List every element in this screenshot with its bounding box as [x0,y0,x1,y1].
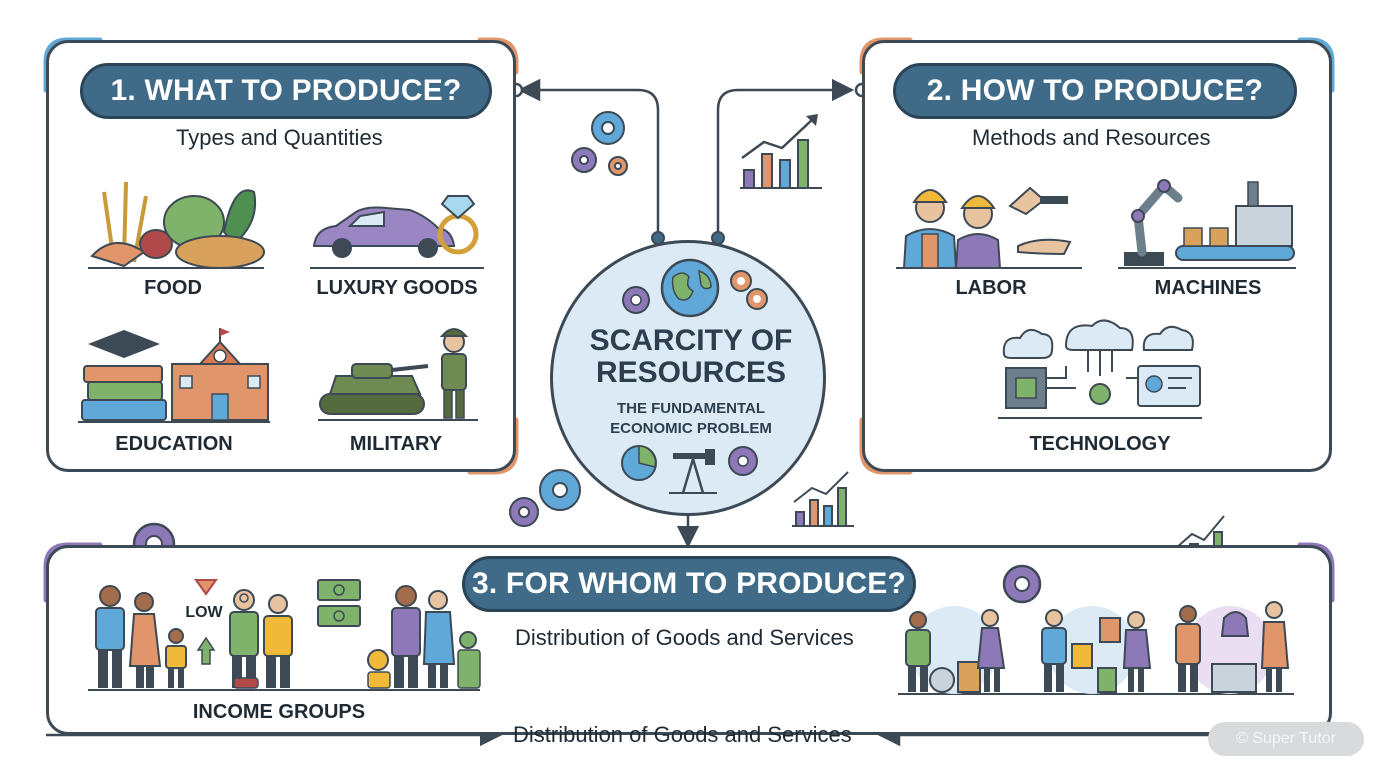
ring-icon [437,195,479,255]
robot-arm-icon [1124,179,1183,266]
income-low-label: LOW [185,604,223,621]
family-low-income [95,585,187,688]
panel-what-title: 1. WHAT TO PRODUCE? [80,63,492,119]
hub-subtitle-line1: THE FUNDAMENTAL [616,400,766,417]
shopping-bag-icon [1099,617,1121,643]
family-high-income [391,585,456,688]
labor-illustration [896,186,1082,269]
up-arrow-icon [196,636,216,665]
coin-stack-icon [367,631,481,689]
shopping-bag-icon [1071,643,1093,669]
books-icon [81,330,167,421]
monitor-icon [1137,365,1201,407]
tank-icon [319,363,429,415]
footer-distribution-label: Distribution of Goods and Services [513,722,852,747]
military-illustration [318,328,478,421]
connector-hub-to-what [517,78,660,238]
down-arrow-icon [194,579,218,596]
coin-stack-icon [233,677,259,689]
connector-hub-to-how [716,78,855,238]
machines-illustration [1118,179,1296,269]
item-food: FOOD [144,277,202,299]
income-groups-label: INCOME GROUPS [192,701,366,723]
cloud-icon [1064,319,1134,351]
education-illustration [78,328,270,423]
gear-icon [728,446,758,476]
chip-icon [1005,367,1047,409]
item-technology: TECHNOLOGY [1029,433,1171,455]
panel-whom-subtitle: Distribution of Goods and Services [515,625,854,650]
gear-icon [622,286,650,314]
panel-how-title: 2. HOW TO PRODUCE? [893,63,1297,119]
school-icon [171,328,269,421]
soldier-icon [439,328,469,419]
growth-chart-icon [740,114,822,189]
gear-icon [1002,564,1042,604]
income-groups-illustration [88,579,481,691]
item-machines: MACHINES [1154,277,1262,299]
hub-title-line1: SCARCITY OF [589,324,793,357]
item-luxury-goods: LUXURY GOODS [316,277,478,299]
hub-scarcity-of-resources: SCARCITY OF RESOURCES THE FUNDAMENTAL EC… [550,240,826,516]
watermark-badge: © Super Tutor [1208,722,1364,756]
oil-pump-icon [669,449,717,494]
family-middle-income [229,589,293,688]
gear-icon [730,270,768,310]
gear-cluster-icon [509,469,581,527]
handshake-icon [1008,186,1072,256]
hub-subtitle-line2: ECONOMIC PROBLEM [610,420,772,437]
luxury-goods-illustration [310,195,484,269]
banknote-icon [317,579,361,627]
consumers-illustration [898,601,1294,695]
item-education: EDUCATION [115,433,233,455]
food-illustration [88,181,265,269]
cloud-icon [1002,328,1054,359]
cloud-icon [1142,325,1194,351]
car-icon [312,206,456,258]
gear-cluster-icon [571,111,628,176]
panel-what-subtitle: Types and Quantities [176,125,383,150]
item-military: MILITARY [349,433,443,455]
panel-whom-title: 3. FOR WHOM TO PRODUCE? [462,556,916,612]
panel-how-subtitle: Methods and Resources [972,125,1211,150]
technology-illustration [998,319,1202,419]
hub-title-line2: RESOURCES [595,356,787,389]
item-labor: LABOR [955,277,1027,299]
growth-chart-icon [792,471,854,527]
globe-icon [660,258,720,318]
pie-chart-icon [621,445,657,481]
